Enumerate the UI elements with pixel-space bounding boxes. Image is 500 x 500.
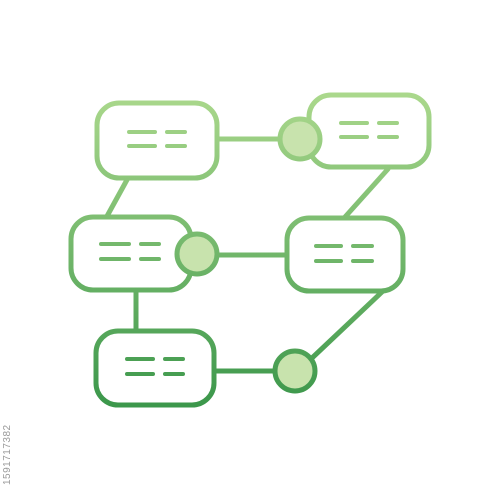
watermark-id: 1591717382	[2, 424, 13, 485]
text-lines	[125, 357, 185, 376]
node-circle-middle	[174, 231, 220, 277]
text-lines	[127, 130, 187, 148]
box-mid-left	[68, 214, 194, 293]
node-circle-bottom	[272, 348, 318, 394]
connector-topleft-to-midleft	[103, 175, 131, 221]
connector-bottomcircle-to-midright	[309, 287, 387, 361]
box-bottom-left	[93, 328, 217, 408]
box-top-left	[94, 100, 220, 181]
connectors	[103, 136, 391, 374]
connector-topright-to-midright	[342, 166, 391, 220]
text-lines	[314, 244, 374, 263]
node-circle-top	[277, 116, 323, 162]
text-lines	[339, 121, 399, 139]
box-top-right	[306, 92, 432, 170]
text-lines	[99, 242, 161, 261]
box-mid-right	[284, 215, 406, 294]
